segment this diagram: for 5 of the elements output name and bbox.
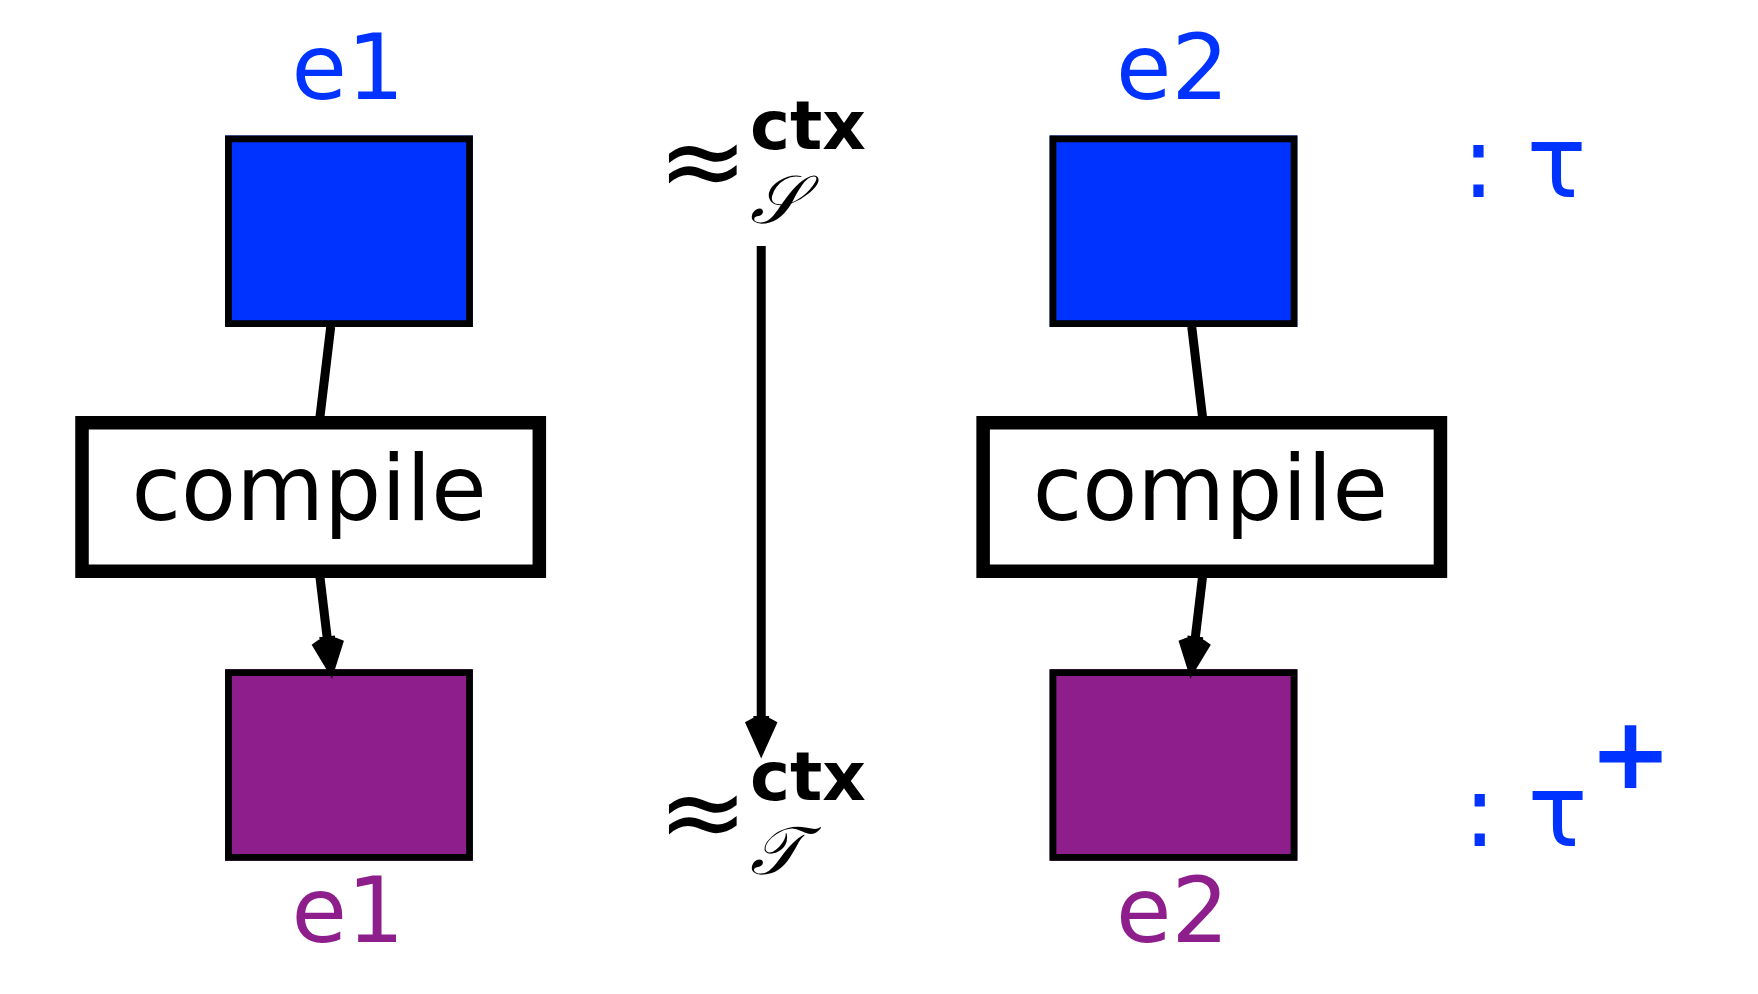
node-label: e1 [291,857,404,963]
node-label: e2 [1115,857,1229,963]
node-label: e1 [291,15,404,121]
label: : τ [1461,104,1586,220]
node-label: e2 [1115,15,1229,121]
